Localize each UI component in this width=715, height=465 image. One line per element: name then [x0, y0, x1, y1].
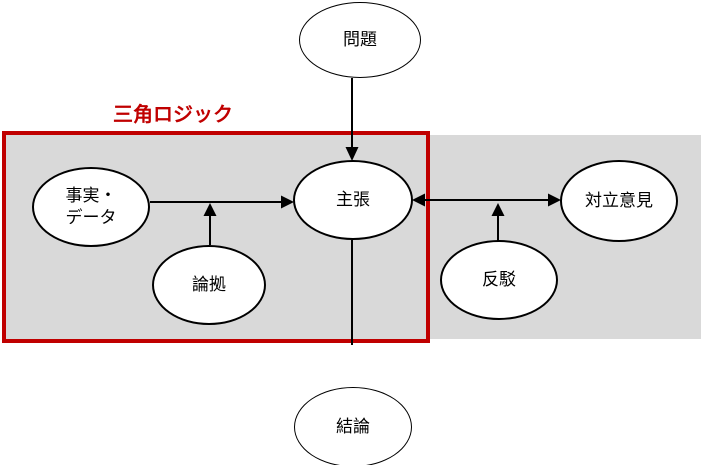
node-conclusion-label: 結論 — [336, 416, 370, 436]
node-claim-label: 主張 — [336, 189, 370, 209]
node-fact-data: 事実・ データ — [32, 167, 150, 247]
node-fact-data-label-line2: データ — [65, 208, 117, 227]
node-rebuttal: 反駁 — [440, 240, 558, 320]
node-claim: 主張 — [293, 160, 413, 240]
node-problem: 問題 — [299, 2, 421, 78]
arrow-fact-to-claim — [150, 195, 294, 209]
node-opposing-opinion-label: 対立意見 — [585, 190, 653, 210]
triangle-logic-frame — [2, 131, 430, 343]
arrow-grounds-to-fact-claim-line — [203, 203, 217, 245]
triangle-logic-label: 三角ロジック — [113, 104, 233, 126]
arrow-rebuttal-to-claim-opposing-line — [491, 203, 505, 241]
node-rebuttal-label: 反駁 — [482, 269, 516, 289]
node-grounds: 論拠 — [152, 245, 266, 325]
node-opposing-opinion: 対立意見 — [560, 160, 678, 242]
node-problem-label: 問題 — [343, 29, 377, 49]
node-conclusion: 結論 — [294, 387, 412, 465]
node-fact-data-label-line1: 事実・ — [65, 185, 117, 205]
arrow-problem-to-claim — [345, 78, 359, 161]
double-arrow-claim-opposing — [412, 193, 561, 207]
node-grounds-label: 論拠 — [192, 274, 226, 294]
